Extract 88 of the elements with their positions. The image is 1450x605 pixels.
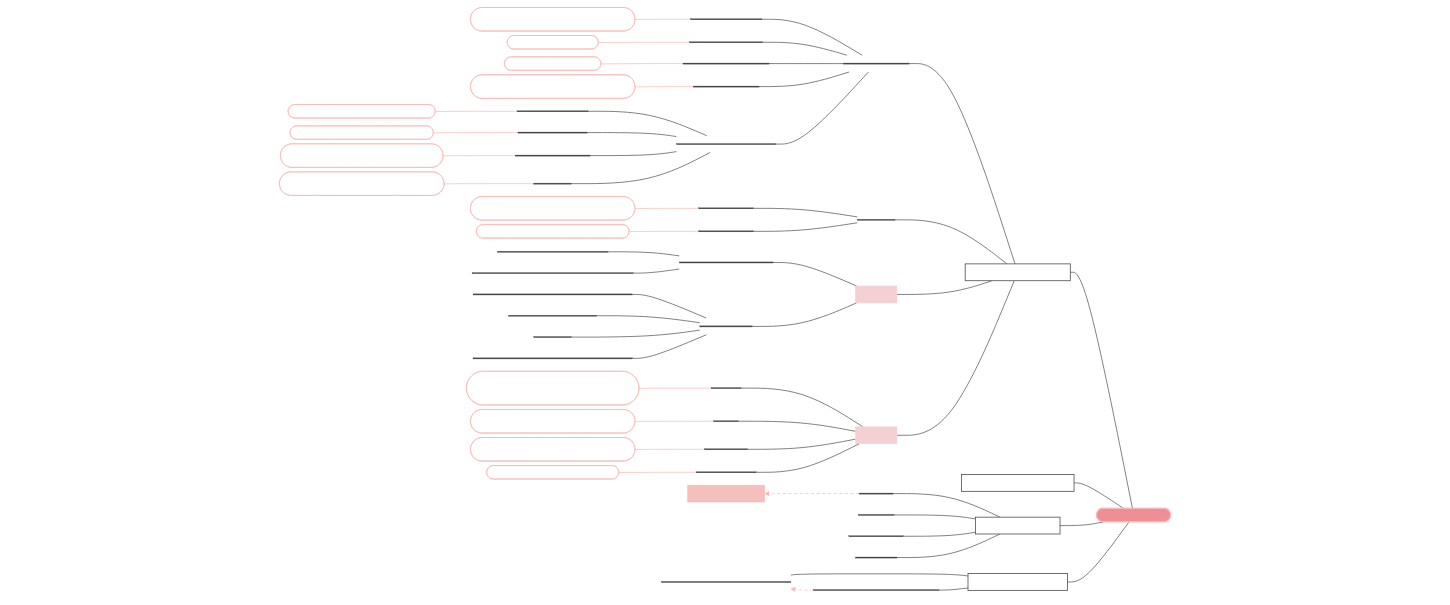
node-box (964, 262, 1071, 281)
node-line (713, 420, 739, 422)
node-line (695, 471, 757, 473)
connector (634, 420, 715, 422)
node-line (693, 85, 760, 87)
connector (442, 154, 516, 156)
connector (761, 18, 863, 55)
node-line (517, 131, 588, 133)
connector (589, 150, 677, 156)
node-line (516, 110, 589, 112)
connector (634, 448, 705, 450)
connector (634, 207, 700, 209)
connector (769, 62, 844, 64)
connector (741, 387, 864, 427)
connector (894, 219, 1008, 264)
connector (747, 438, 856, 450)
node-line (472, 293, 633, 295)
connector (618, 471, 697, 473)
connector (638, 387, 712, 389)
connector (433, 131, 519, 133)
connector (772, 261, 857, 286)
connector (632, 293, 707, 318)
node-line (533, 335, 572, 338)
connector (634, 18, 691, 20)
node-line (661, 580, 791, 583)
connector (632, 334, 707, 359)
connector (1069, 271, 1133, 509)
node-line (699, 325, 753, 327)
connector (598, 41, 690, 43)
connector (738, 420, 856, 432)
connector (903, 531, 976, 537)
node-line (858, 513, 895, 516)
node-box (961, 473, 1075, 492)
connector (587, 131, 677, 137)
node-line (514, 154, 591, 156)
node-line (857, 218, 896, 221)
connector (753, 221, 858, 232)
node-line (497, 250, 609, 252)
node-line (533, 182, 572, 184)
connector (628, 230, 700, 232)
node-line (859, 492, 894, 494)
node-box (687, 484, 765, 502)
node-line (472, 357, 633, 359)
connector (600, 62, 684, 64)
connector (588, 110, 708, 136)
connector (762, 41, 848, 55)
connector (775, 71, 869, 144)
node-line (704, 448, 748, 450)
node-line (813, 588, 940, 591)
connector (1073, 482, 1124, 509)
connector (596, 314, 701, 323)
node-line (710, 386, 742, 389)
connector (896, 279, 1015, 436)
connector (632, 268, 680, 273)
node-line (698, 230, 754, 232)
node-line (855, 556, 898, 558)
node-line (508, 314, 597, 316)
node-line (682, 62, 770, 64)
connector (790, 573, 969, 576)
connector (571, 329, 701, 337)
connector (752, 302, 857, 327)
connector (443, 182, 535, 184)
node-line (843, 62, 910, 64)
connector (938, 587, 969, 590)
node-box (855, 285, 898, 303)
connector (1067, 521, 1130, 582)
connector (755, 442, 860, 473)
connector (1059, 521, 1104, 526)
node-box (855, 426, 898, 444)
connector (571, 151, 711, 184)
node-line (471, 271, 634, 274)
node-line (698, 207, 754, 209)
connector (607, 250, 680, 256)
node-line (690, 18, 763, 20)
connector (896, 279, 993, 295)
connector (634, 85, 694, 87)
node-box (967, 572, 1068, 591)
node-line (676, 142, 777, 145)
connector (908, 62, 1016, 264)
node-box (975, 516, 1061, 534)
connector (758, 71, 850, 87)
node-line (689, 41, 763, 43)
connector (893, 514, 976, 519)
connector (435, 110, 518, 112)
connector (753, 207, 858, 217)
node-line (679, 261, 774, 263)
connector (896, 533, 1001, 558)
node-line (848, 535, 904, 537)
